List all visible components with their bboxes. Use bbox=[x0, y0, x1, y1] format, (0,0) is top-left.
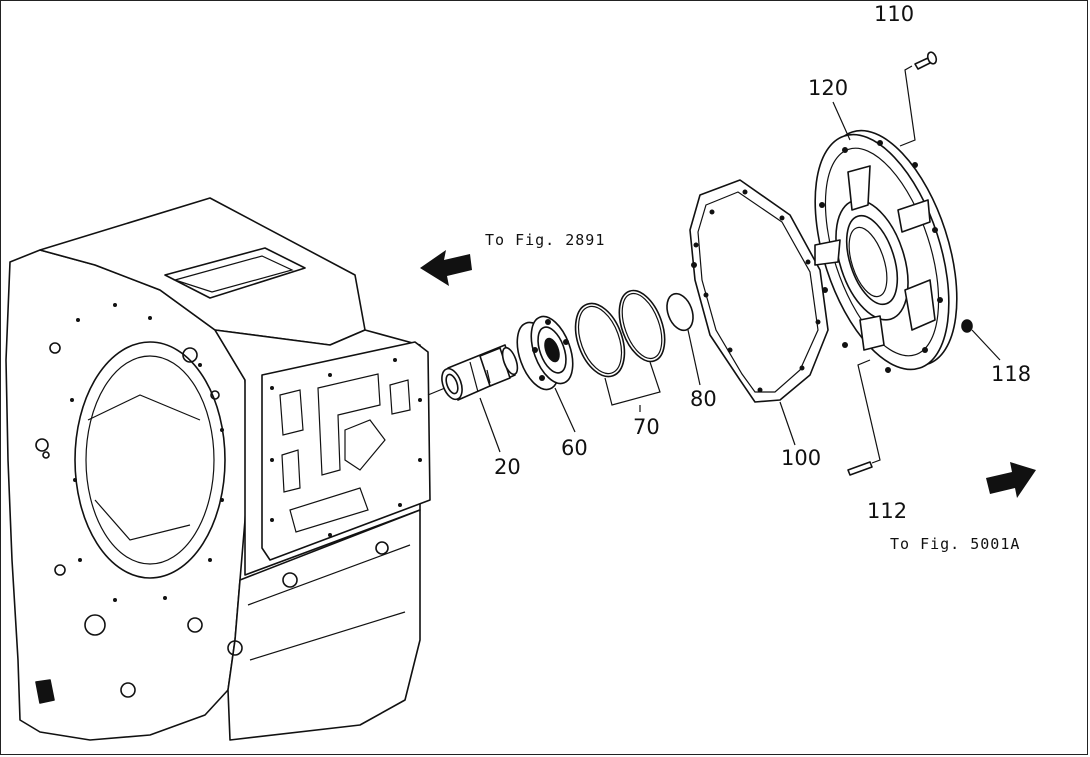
reference-fig-2891: To Fig. 2891 bbox=[485, 231, 605, 249]
part-110-bolt bbox=[899, 51, 938, 147]
label-20: 20 bbox=[494, 455, 521, 479]
label-100: 100 bbox=[781, 446, 821, 470]
transmission-housing bbox=[5, 197, 431, 741]
label-120: 120 bbox=[808, 76, 848, 100]
label-110: 110 bbox=[874, 2, 914, 26]
arrow-to-fig-5001a bbox=[986, 462, 1036, 498]
label-60: 60 bbox=[561, 436, 588, 460]
reference-fig-5001a: To Fig. 5001A bbox=[890, 535, 1020, 553]
label-80: 80 bbox=[690, 387, 717, 411]
part-80-o-ring bbox=[666, 292, 694, 332]
label-118: 118 bbox=[991, 362, 1031, 386]
part-60-bearing bbox=[516, 315, 574, 391]
part-120-cover bbox=[814, 129, 958, 373]
label-112: 112 bbox=[867, 499, 907, 523]
part-100-gasket bbox=[689, 179, 829, 403]
part-112-stud bbox=[847, 359, 881, 476]
arrow-to-fig-2891 bbox=[420, 250, 472, 286]
label-70: 70 bbox=[633, 415, 660, 439]
part-20-sleeve bbox=[427, 344, 519, 401]
part-70-seal-rings bbox=[574, 289, 666, 406]
part-118-plug bbox=[961, 319, 1001, 361]
